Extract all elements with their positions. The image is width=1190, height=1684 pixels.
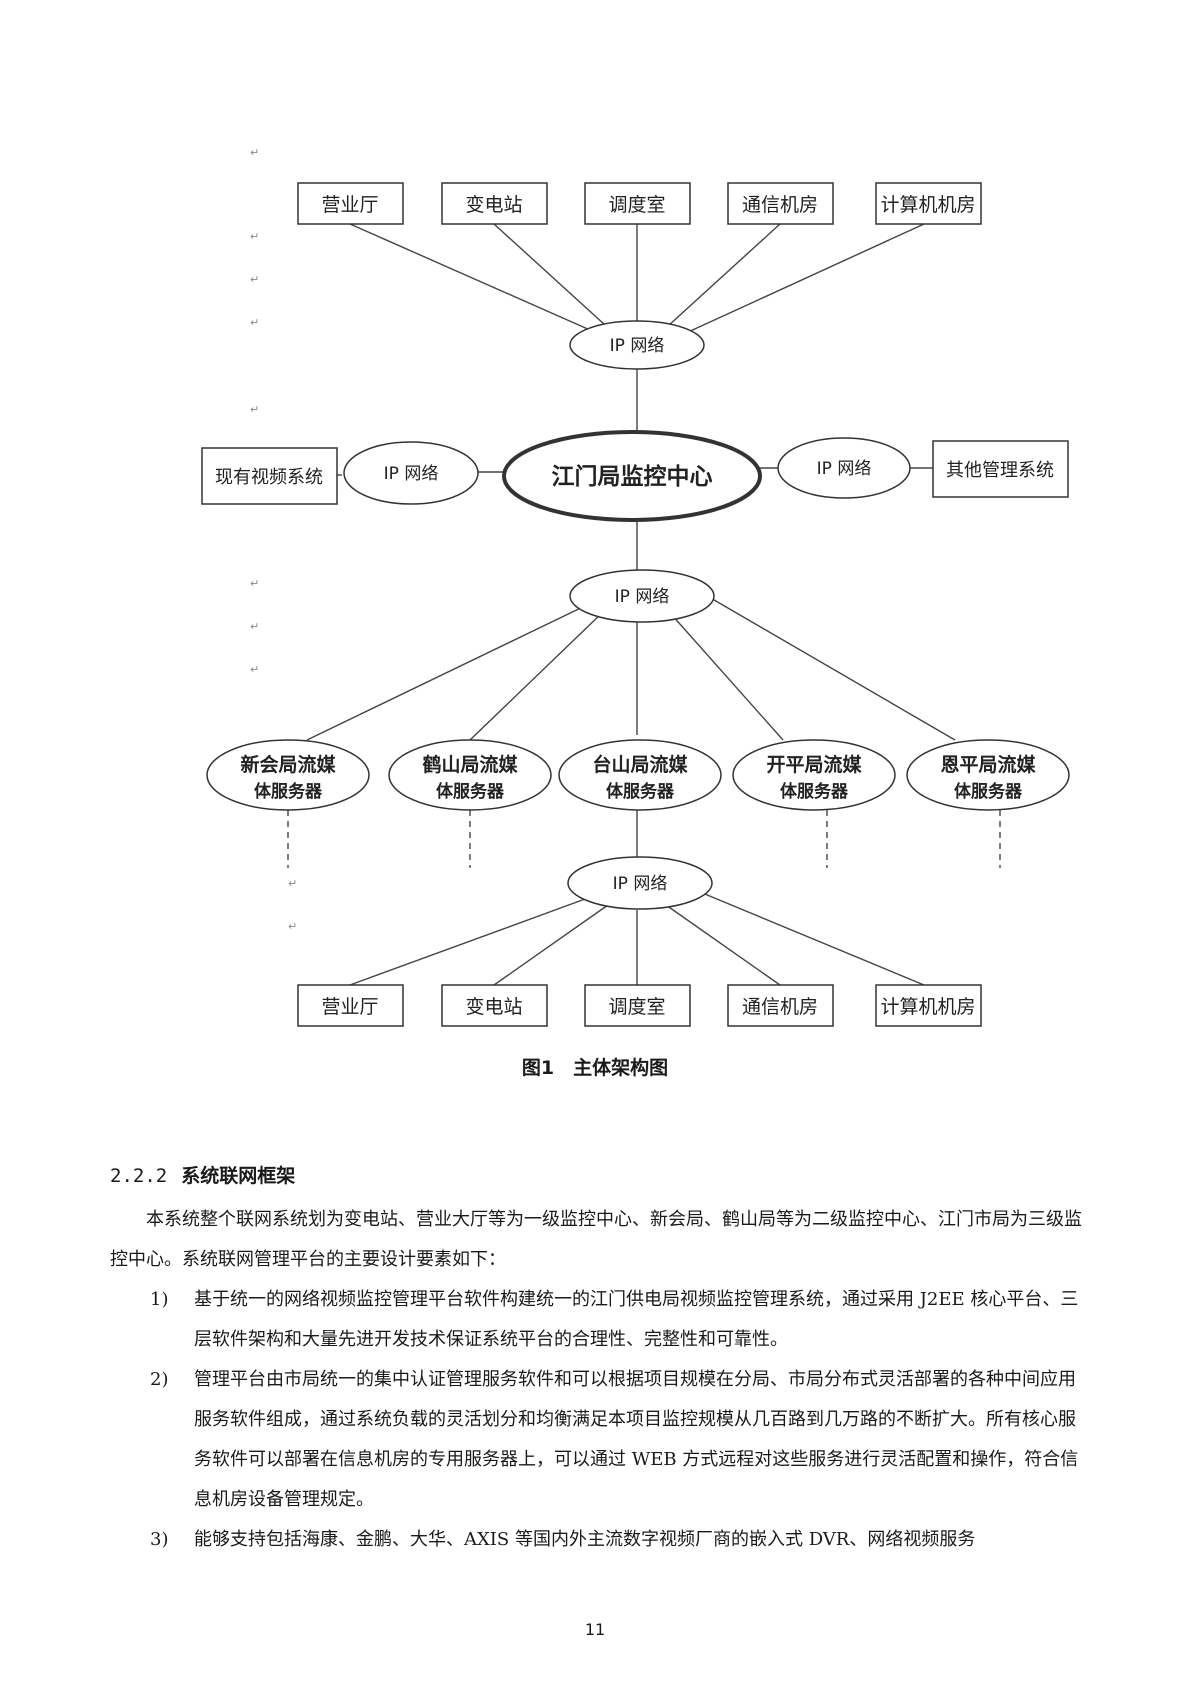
server-taishan: 台山局流媒 体服务器 bbox=[558, 739, 722, 811]
bottom-node-computer-room: 计算机机房 bbox=[875, 984, 982, 1027]
page-number: 11 bbox=[584, 1620, 606, 1639]
list-item-index: 2) bbox=[150, 1369, 169, 1390]
svg-text:体服务器: 体服务器 bbox=[436, 781, 505, 802]
svg-text:调度室: 调度室 bbox=[608, 194, 665, 216]
return-mark: ↵ bbox=[250, 316, 260, 329]
return-mark: ↵ bbox=[288, 920, 298, 933]
svg-text:计算机机房: 计算机机房 bbox=[880, 996, 975, 1018]
svg-text:新会局流媒: 新会局流媒 bbox=[240, 753, 336, 776]
svg-text:IP 网络: IP 网络 bbox=[613, 874, 668, 894]
section-heading: 2.2.2 系统联网框架 bbox=[110, 1161, 295, 1188]
svg-text:现有视频系统: 现有视频系统 bbox=[215, 467, 323, 488]
return-mark: ↵ bbox=[288, 877, 298, 890]
ip-network-left: IP 网络 bbox=[343, 441, 479, 505]
svg-text:鹤山局流媒: 鹤山局流媒 bbox=[422, 753, 518, 776]
return-mark: ↵ bbox=[250, 230, 260, 243]
bottom-node-business-hall: 营业厅 bbox=[297, 984, 404, 1027]
server-xinhui: 新会局流媒 体服务器 bbox=[206, 739, 370, 811]
list-item-text: 管理平台由市局统一的集中认证管理服务软件和可以根据项目规模在分局、市局分布式灵活… bbox=[194, 1369, 1079, 1510]
svg-text:IP 网络: IP 网络 bbox=[817, 459, 872, 479]
svg-text:恩平局流媒: 恩平局流媒 bbox=[940, 753, 1036, 776]
svg-text:IP 网络: IP 网络 bbox=[615, 587, 670, 607]
server-heshan: 鹤山局流媒 体服务器 bbox=[388, 739, 552, 811]
svg-text:营业厅: 营业厅 bbox=[321, 194, 378, 216]
list-item: 1) 基于统一的网络视频监控管理平台软件构建统一的江门供电局视频监控管理系统，通过… bbox=[110, 1280, 1085, 1360]
existing-video-system: 现有视频系统 bbox=[201, 447, 338, 505]
architecture-diagram: 营业厅 变电站 调度室 通信机房 计算机机房 IP 网络 江门局监控中心 现有视… bbox=[201, 182, 1070, 1027]
svg-text:开平局流媒: 开平局流媒 bbox=[766, 753, 862, 776]
svg-text:IP 网络: IP 网络 bbox=[384, 464, 439, 484]
monitoring-center: 江门局监控中心 bbox=[502, 430, 762, 522]
svg-text:通信机房: 通信机房 bbox=[742, 194, 818, 216]
ip-network-right: IP 网络 bbox=[777, 437, 911, 499]
return-mark: ↵ bbox=[250, 273, 260, 286]
section-number: 2.2.2 bbox=[110, 1165, 168, 1187]
return-mark: ↵ bbox=[250, 663, 260, 676]
top-node-substation: 变电站 bbox=[441, 182, 548, 225]
return-mark: ↵ bbox=[250, 620, 260, 633]
svg-text:体服务器: 体服务器 bbox=[606, 781, 675, 802]
svg-text:计算机机房: 计算机机房 bbox=[880, 194, 975, 216]
ip-network-top: IP 网络 bbox=[569, 320, 705, 370]
list-item-index: 1) bbox=[150, 1289, 169, 1310]
other-management-system: 其他管理系统 bbox=[932, 440, 1069, 498]
bottom-node-substation: 变电站 bbox=[441, 984, 548, 1027]
return-mark: ↵ bbox=[250, 146, 260, 159]
top-node-business-hall: 营业厅 bbox=[297, 182, 404, 225]
ip-network-middle: IP 网络 bbox=[569, 569, 715, 623]
svg-text:体服务器: 体服务器 bbox=[954, 781, 1023, 802]
list-item: 2) 管理平台由市局统一的集中认证管理服务软件和可以根据项目规模在分局、市局分布式… bbox=[110, 1360, 1085, 1520]
svg-text:台山局流媒: 台山局流媒 bbox=[592, 753, 688, 776]
figure-caption: 图1 主体架构图 bbox=[521, 1057, 669, 1079]
return-mark: ↵ bbox=[250, 577, 260, 590]
top-node-computer-room: 计算机机房 bbox=[875, 182, 982, 225]
svg-text:IP 网络: IP 网络 bbox=[610, 336, 665, 356]
svg-text:江门局监控中心: 江门局监控中心 bbox=[552, 463, 713, 490]
top-node-dispatch-room: 调度室 bbox=[584, 182, 691, 225]
svg-text:营业厅: 营业厅 bbox=[321, 996, 378, 1018]
list-item-index: 3) bbox=[150, 1529, 169, 1550]
section-title: 系统联网框架 bbox=[181, 1165, 296, 1187]
svg-text:体服务器: 体服务器 bbox=[780, 781, 849, 802]
section-body: 本系统整个联网系统划为变电站、营业大厅等为一级监控中心、新会局、鹤山局等为二级监… bbox=[110, 1200, 1085, 1560]
ip-network-bottom: IP 网络 bbox=[567, 856, 713, 910]
bottom-node-dispatch-room: 调度室 bbox=[584, 984, 691, 1027]
top-node-comm-room: 通信机房 bbox=[727, 182, 834, 225]
bottom-node-comm-room: 通信机房 bbox=[727, 984, 834, 1027]
svg-text:其他管理系统: 其他管理系统 bbox=[946, 460, 1054, 481]
return-mark: ↵ bbox=[250, 403, 260, 416]
svg-text:体服务器: 体服务器 bbox=[254, 781, 323, 802]
svg-text:通信机房: 通信机房 bbox=[742, 996, 818, 1018]
svg-text:调度室: 调度室 bbox=[608, 996, 665, 1018]
intro-paragraph: 本系统整个联网系统划为变电站、营业大厅等为一级监控中心、新会局、鹤山局等为二级监… bbox=[110, 1209, 1082, 1270]
diagram-links bbox=[287, 223, 1001, 986]
list-item-text: 能够支持包括海康、金鹏、大华、AXIS 等国内外主流数字视频厂商的嵌入式 DVR… bbox=[194, 1529, 976, 1550]
list-item-text: 基于统一的网络视频监控管理平台软件构建统一的江门供电局视频监控管理系统，通过采用… bbox=[194, 1289, 1079, 1350]
server-kaiping: 开平局流媒 体服务器 bbox=[732, 739, 896, 811]
svg-text:变电站: 变电站 bbox=[465, 996, 522, 1018]
list-item: 3) 能够支持包括海康、金鹏、大华、AXIS 等国内外主流数字视频厂商的嵌入式 D… bbox=[110, 1520, 1085, 1560]
server-enping: 恩平局流媒 体服务器 bbox=[906, 739, 1070, 811]
svg-text:变电站: 变电站 bbox=[465, 194, 522, 216]
